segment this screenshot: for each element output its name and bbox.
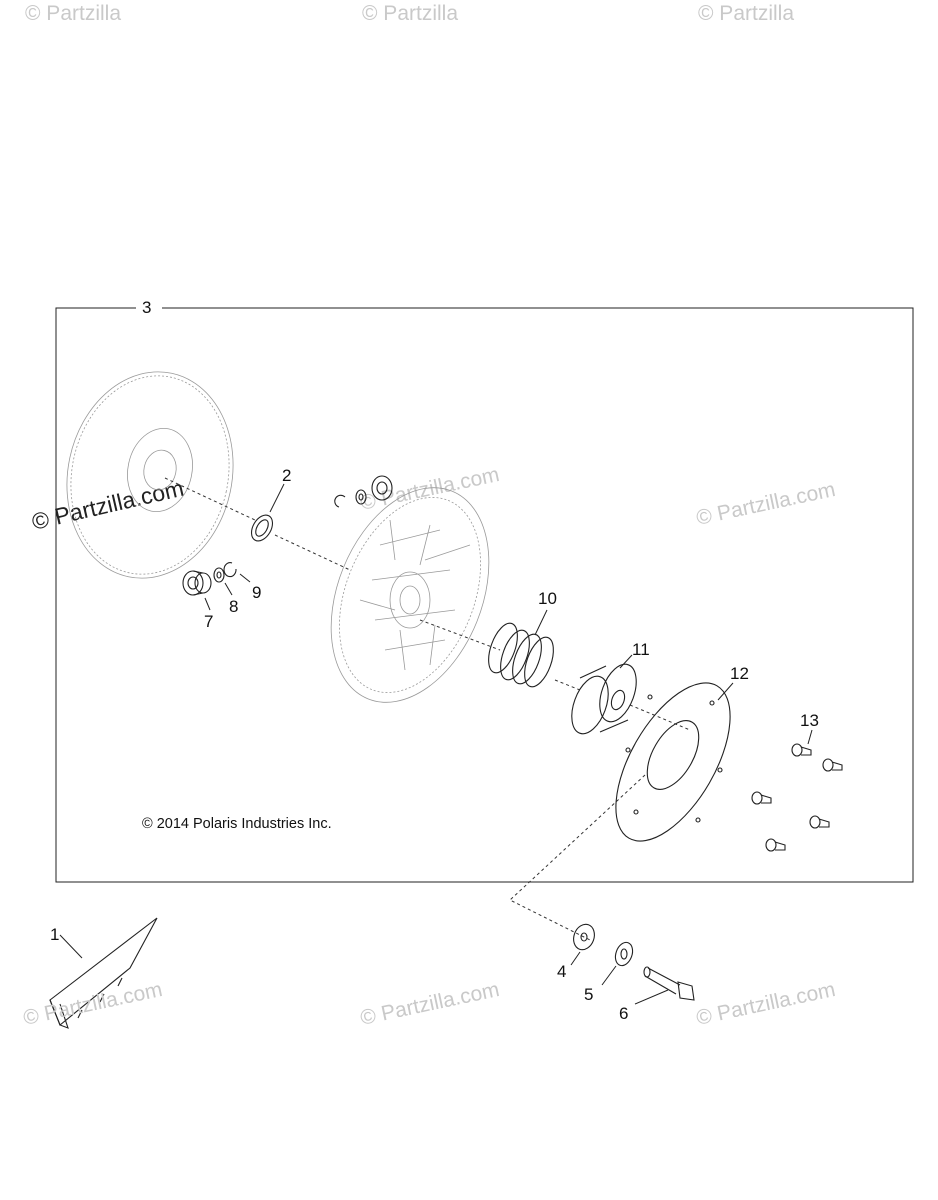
- callout-6: 6: [619, 1004, 628, 1023]
- clip-9: [223, 562, 237, 578]
- leader-12: [717, 682, 734, 701]
- centerline-f: [509, 774, 646, 941]
- centerline-b: [274, 534, 351, 571]
- assembly-frame: [55, 307, 914, 883]
- leader-1: [59, 934, 83, 959]
- leader-9: [239, 573, 251, 583]
- leader-6: [634, 989, 669, 1005]
- centerline-c: [419, 619, 501, 651]
- callout-5: 5: [584, 985, 593, 1004]
- movable-sheave: [330, 487, 490, 703]
- stationary-sheave: [66, 371, 234, 579]
- callout-9: 9: [252, 583, 261, 602]
- leader-13: [807, 729, 813, 745]
- watermark-mid-right: © Partzilla.com: [694, 478, 837, 530]
- leader-5: [601, 965, 617, 986]
- watermark-bottom-left: © Partzilla.com: [21, 978, 164, 1030]
- callout-10: 10: [538, 589, 557, 608]
- bolt-6: [643, 966, 695, 1001]
- copyright-notice: © 2014 Polaris Industries Inc.: [142, 816, 332, 832]
- centerline-e: [629, 704, 691, 731]
- washer-8: [213, 567, 225, 583]
- cover-plate-12: [615, 682, 731, 842]
- washer-4: [573, 923, 595, 951]
- leader-11: [619, 654, 633, 669]
- leader-8: [224, 582, 233, 596]
- cam-11: [571, 663, 637, 735]
- leader-10: [534, 609, 548, 636]
- drive-belt-1: [49, 917, 158, 1029]
- spring-10: [488, 622, 554, 688]
- leader-2: [269, 483, 285, 513]
- callout-4: 4: [557, 962, 566, 981]
- roller-upper: [334, 475, 393, 508]
- watermark-top-left: © Partzilla: [25, 2, 121, 25]
- leader-4: [570, 951, 581, 966]
- watermark-bottom-center: © Partzilla.com: [358, 978, 501, 1030]
- washer-2: [250, 514, 274, 542]
- callout-3: 3: [142, 298, 151, 317]
- watermark-top-center: © Partzilla: [362, 2, 458, 25]
- callout-7: 7: [204, 612, 213, 631]
- roller-7: [182, 570, 212, 596]
- watermark-top-right: © Partzilla: [698, 2, 794, 25]
- callout-12: 12: [730, 664, 749, 683]
- callout-11: 11: [632, 640, 650, 659]
- washer-5: [614, 941, 634, 967]
- watermark-mid-left: © Partzilla.com: [29, 475, 186, 535]
- screws-13: [751, 743, 843, 852]
- callout-13: 13: [800, 711, 819, 730]
- callout-8: 8: [229, 597, 238, 616]
- centerline-a: [164, 477, 256, 521]
- leader-7: [204, 597, 211, 611]
- watermark-bottom-right: © Partzilla.com: [694, 978, 837, 1030]
- centerline-d: [554, 679, 581, 691]
- callout-2: 2: [282, 466, 291, 485]
- watermark-mid-center: © Partzilla.com: [358, 463, 501, 515]
- callout-1: 1: [50, 925, 59, 944]
